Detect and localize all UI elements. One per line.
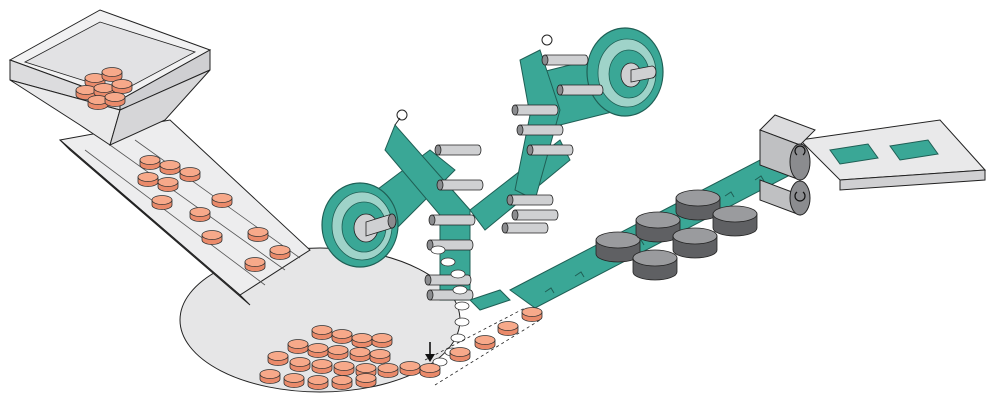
discharge-chute: [800, 120, 985, 190]
film-strip: [425, 160, 790, 385]
